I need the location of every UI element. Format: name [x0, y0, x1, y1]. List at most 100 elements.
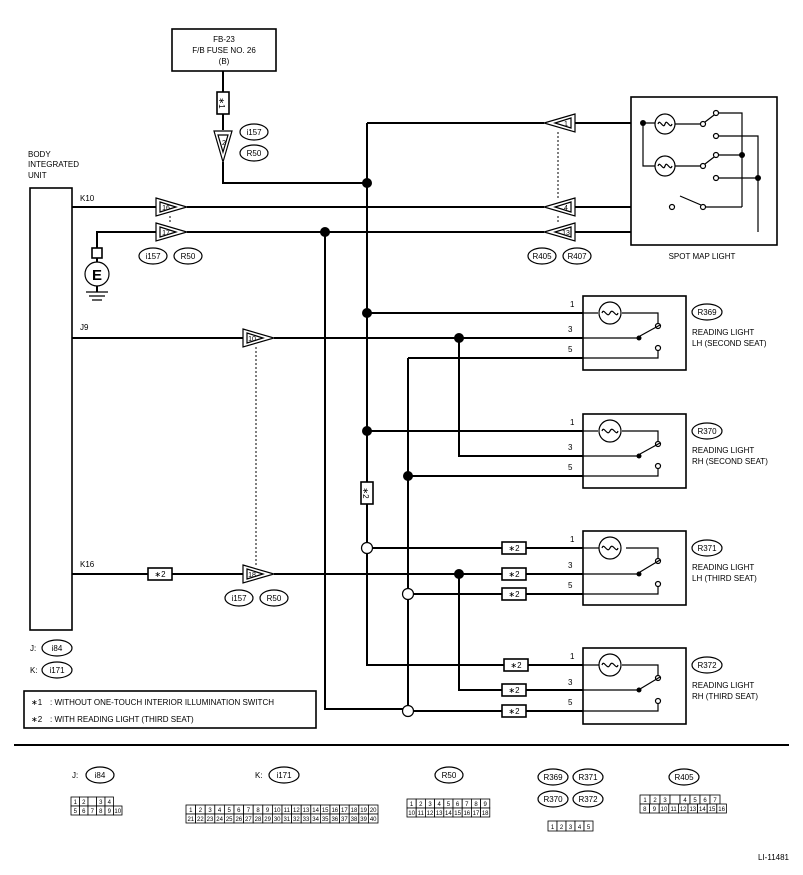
figure-id: LI-11481 [758, 853, 790, 862]
legend-star1: ∗1 [31, 698, 43, 707]
svg-text:17: 17 [162, 230, 170, 237]
reading-light-rh-second: 1 3 5 R370 READING LIGHT RH (SECOND SEAT… [568, 413, 768, 489]
connector-pin-label: 26 [235, 817, 242, 823]
connector-pin-label: 17 [473, 811, 480, 817]
note-star2-lh3-p5: ∗2 [501, 587, 527, 601]
connector-pin-label: 13 [436, 811, 443, 817]
connector-pin-label: 10 [408, 811, 415, 817]
connector-pin-label: 9 [266, 808, 270, 814]
conn-r50-bottom: R50 [259, 589, 289, 607]
connector-pin-label: 16 [463, 811, 470, 817]
svg-text:R369: R369 [543, 773, 563, 782]
connector-pin-label: 22 [197, 817, 204, 823]
legend-text-1: : WITHOUT ONE-TOUCH INTERIOR ILLUMINATIO… [50, 698, 274, 707]
connector-pin-label: 1 [643, 798, 647, 804]
connector-pin-label: 15 [454, 811, 461, 817]
note-star1-box: ∗1 [216, 91, 230, 115]
connector-pin-label: 5 [74, 809, 78, 815]
svg-text:i171: i171 [276, 771, 292, 780]
svg-text:i157: i157 [145, 252, 161, 261]
connector-pin-label: 3 [208, 808, 212, 814]
connector-pin-label: 21 [187, 817, 194, 823]
svg-text:SPOT MAP LIGHT: SPOT MAP LIGHT [669, 252, 736, 261]
connector-pin-label: 18 [482, 811, 489, 817]
conn-r371: R371 [697, 544, 717, 553]
r405-connector-pin13: 13 [541, 222, 576, 242]
svg-text:1: 1 [570, 652, 575, 661]
terminal-j9: J9 [80, 323, 89, 332]
connector-pin-label: 15 [709, 807, 716, 813]
legend-text-2: : WITH READING LIGHT (THIRD SEAT) [50, 715, 194, 724]
svg-text:R50: R50 [181, 252, 196, 261]
connector-pin-label: 7 [713, 798, 717, 804]
svg-text:10: 10 [248, 336, 256, 343]
connector-pin-cell [480, 807, 491, 818]
note-star2-k16: ∗2 [147, 567, 173, 581]
svg-text:13: 13 [562, 230, 570, 237]
svg-text:J:: J: [30, 644, 36, 653]
connector-pin-label: 28 [255, 817, 262, 823]
legend: ∗1 : WITHOUT ONE-TOUCH INTERIOR ILLUMINA… [23, 690, 317, 729]
svg-text:∗2: ∗2 [510, 661, 522, 670]
svg-text:3: 3 [568, 443, 573, 452]
connector-pin-label: 19 [360, 808, 367, 814]
svg-text:∗2: ∗2 [508, 590, 520, 599]
connector-pin-label: 6 [237, 808, 241, 814]
svg-text:INTEGRATED: INTEGRATED [28, 160, 79, 169]
connector-pin-label: 9 [653, 807, 657, 813]
bcm-connector-j: J: i84 [30, 639, 73, 657]
svg-text:R405: R405 [532, 252, 552, 261]
svg-text:READING LIGHT: READING LIGHT [692, 563, 754, 572]
svg-text:K:: K: [30, 666, 38, 675]
connector-pin-label: 31 [283, 817, 290, 823]
conn-r369: R369 [697, 308, 717, 317]
conn-r50-top: R50 [239, 144, 269, 162]
svg-text:5: 5 [568, 345, 573, 354]
connector-pin-cell [669, 794, 681, 805]
connector-pin-label: 6 [82, 809, 86, 815]
i157-pin18: 18 [242, 564, 277, 584]
svg-text:R370: R370 [543, 795, 563, 804]
svg-text:i84: i84 [95, 771, 106, 780]
svg-text:∗2: ∗2 [508, 707, 520, 716]
svg-text:1: 1 [570, 535, 575, 544]
reading-light-lh-second: 1 3 5 R369 READING LIGHT LH (SECOND SEAT… [568, 295, 767, 371]
svg-text:R407: R407 [567, 252, 587, 261]
connector-pin-label: 8 [99, 809, 103, 815]
svg-text:UNIT: UNIT [28, 171, 47, 180]
note-star2-rh3-p3: ∗2 [501, 683, 527, 697]
svg-text:∗2: ∗2 [361, 487, 370, 499]
connector-pin-label: 35 [322, 817, 329, 823]
connector-pin-label: 12 [293, 808, 300, 814]
connector-pin-label: 7 [247, 808, 251, 814]
connector-pin-label: 34 [312, 817, 319, 823]
svg-text:i157: i157 [231, 594, 247, 603]
connector-pin-label: 8 [256, 808, 260, 814]
svg-text:LH (THIRD SEAT): LH (THIRD SEAT) [692, 574, 757, 583]
reading-light-rh-third: 1 3 5 R372 READING LIGHT RH (THIRD SEAT) [568, 647, 758, 725]
connector-pin-label: 1 [410, 802, 414, 808]
r405-connector-pin4: 4 [541, 197, 576, 217]
conn-i157-mid: i157 [138, 247, 168, 265]
conn-i157-bottom: i157 [224, 589, 254, 607]
connector-pin-label: 10 [661, 807, 668, 813]
connector-pin-label: 4 [578, 825, 582, 831]
connector-pin-label: 7 [91, 809, 95, 815]
svg-text:R405: R405 [674, 773, 694, 782]
connector-pin-label: 1 [189, 808, 193, 814]
connector-pin-label: 5 [447, 802, 451, 808]
connector-pin-label: 30 [274, 817, 281, 823]
connector-pin-label: 25 [226, 817, 233, 823]
svg-text:R50: R50 [247, 149, 262, 158]
fuse-line2: F/B FUSE NO. 26 [192, 46, 256, 55]
connector-pin-cell [367, 813, 379, 824]
connector-pin-label: 7 [465, 802, 469, 808]
bcm-connector-k: K: i171 [30, 661, 73, 679]
connector-pin-label: 8 [643, 807, 647, 813]
fuse-line3: (B) [219, 57, 230, 66]
connector-pin-label: 32 [293, 817, 300, 823]
